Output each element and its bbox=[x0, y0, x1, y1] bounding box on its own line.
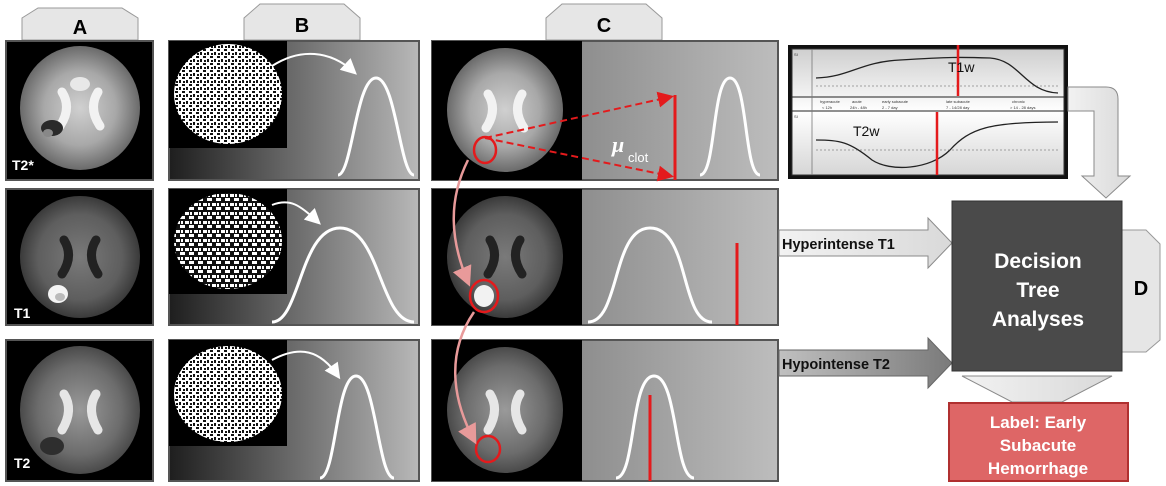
t1w-title: T1w bbox=[948, 59, 975, 75]
hypointense-t2-label: Hypointense T2 bbox=[782, 357, 890, 373]
output-label-line-3: Hemorrhage bbox=[988, 459, 1088, 478]
stage-hyperacute: hyperacute bbox=[820, 99, 841, 104]
stage-chronic: chronic bbox=[1012, 99, 1025, 104]
mu-subscript: clot bbox=[628, 150, 649, 165]
output-label-line-1: Label: Early bbox=[990, 413, 1087, 432]
column-tab-a: A bbox=[21, 7, 139, 41]
mri-t2star: T2* bbox=[5, 40, 154, 181]
hyperintense-t1-label: Hyperintense T1 bbox=[782, 237, 895, 253]
time-early-subacute: 2 - 7 day bbox=[882, 105, 898, 110]
time-acute: 24h - 48h bbox=[850, 105, 867, 110]
row-label-t2: T2 bbox=[14, 455, 31, 471]
decision-line-2: Tree bbox=[1016, 279, 1059, 302]
decision-line-3: Analyses bbox=[992, 308, 1084, 331]
output-label-box: Label: Early Subacute Hemorrhage bbox=[948, 402, 1129, 482]
column-label-d: D bbox=[1134, 278, 1148, 300]
t2w-title: T2w bbox=[853, 123, 880, 139]
time-hyperacute: < 12h bbox=[822, 105, 832, 110]
panel-b-t2 bbox=[168, 339, 420, 482]
column-label-b: B bbox=[295, 15, 309, 37]
decision-line-1: Decision bbox=[994, 250, 1082, 273]
column-label-c: C bbox=[597, 15, 611, 37]
si-label-t1: SI bbox=[794, 52, 798, 57]
row-label-t2star: T2* bbox=[12, 157, 34, 173]
panel-c-t2 bbox=[431, 339, 779, 482]
clot-link-arrow-1 bbox=[452, 159, 472, 287]
panel-b-t1 bbox=[168, 188, 420, 326]
hypointense-t2-arrow: Hypointense T2 bbox=[778, 336, 953, 390]
clot-link-arrow-2 bbox=[454, 311, 477, 445]
column-label-a: A bbox=[73, 17, 87, 39]
si-label-t2: SI bbox=[794, 114, 798, 119]
panel-c-t1 bbox=[431, 188, 779, 326]
panel-b-t2star bbox=[168, 40, 420, 181]
decision-to-label-arrow bbox=[961, 375, 1113, 403]
output-label-line-2: Subacute bbox=[1000, 436, 1077, 455]
mri-t2: T2 bbox=[5, 339, 154, 482]
stage-early-subacute: early subacute bbox=[882, 99, 909, 104]
mu-symbol: μ bbox=[611, 132, 624, 157]
column-tab-c: C bbox=[545, 3, 663, 41]
clot-circle-t2 bbox=[474, 434, 502, 464]
panel-c-t2star: μ clot bbox=[431, 40, 779, 182]
mri-t1: T1 bbox=[5, 188, 154, 326]
stage-acute: acute bbox=[852, 99, 863, 104]
reference-chart: SI SI T1w T2w hyperacute acute early sub… bbox=[788, 45, 1068, 179]
hyperintense-t1-arrow: Hyperintense T1 bbox=[778, 216, 953, 270]
clot-circle-t1 bbox=[468, 278, 500, 314]
column-tab-b: B bbox=[243, 3, 361, 41]
time-late-subacute: 7 - 14/28 day bbox=[946, 105, 969, 110]
time-chronic: > 14 - 28 days bbox=[1010, 105, 1035, 110]
decision-tree-box: D Decision Tree Analyses bbox=[951, 200, 1161, 372]
stage-late-subacute: late subacute bbox=[946, 99, 971, 104]
row-label-t1: T1 bbox=[14, 305, 31, 321]
chart-to-decision-arrow bbox=[1067, 86, 1132, 199]
